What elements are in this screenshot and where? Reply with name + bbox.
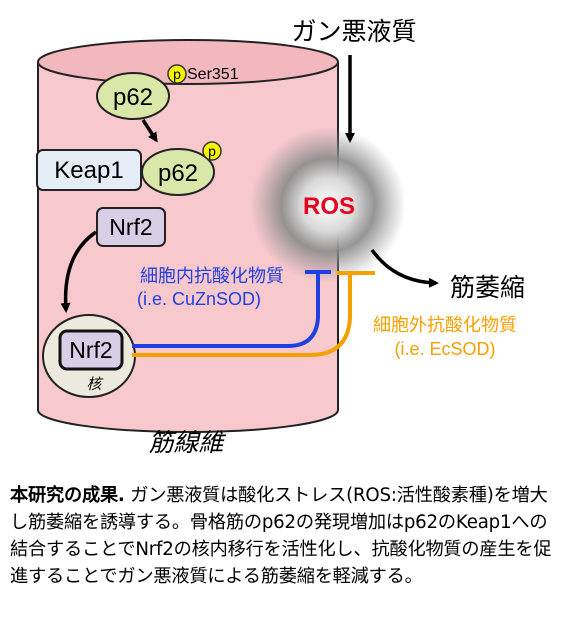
p62-label-bound: p62: [158, 160, 198, 187]
nrf2-nucleus-label: Nrf2: [69, 337, 112, 363]
p62-label-top: p62: [113, 84, 153, 111]
p62-oval-top: [96, 72, 170, 120]
phospho-p-top: p: [173, 66, 181, 82]
extracellular-example-label: (i.e. EcSOD): [394, 339, 495, 359]
p62-nrf2-pathway-diagram: p62 p Ser351 Keap1 p62 p Nrf2 Nrf2 核 ROS…: [36, 17, 525, 457]
ros-label: ROS: [303, 193, 355, 220]
cancer-cachexia-label: ガン悪液質: [291, 17, 416, 46]
nrf2-cyto-label: Nrf2: [109, 214, 152, 240]
ros-glow: [250, 127, 406, 283]
nrf2-nucleus-box: [58, 329, 124, 371]
keap1-box: [36, 149, 142, 191]
phospho-circle-bound: [202, 141, 222, 161]
phospho-p-bound: p: [208, 143, 216, 159]
extracellular-antioxidant-label: 細胞外抗酸化物質: [373, 315, 517, 336]
caption-title: 本研究の成果.: [10, 485, 125, 506]
keap1-label: Keap1: [54, 157, 123, 184]
caption: 本研究の成果. ガン悪液質は酸化ストレス(ROS:活性酸素種)を増大し筋萎縮を誘…: [10, 482, 555, 590]
muscle-atrophy-label: 筋萎縮: [450, 273, 525, 302]
extracellular-antioxidant-line: [132, 273, 352, 357]
ser351-label: Ser351: [187, 66, 239, 83]
nuclear-translocation-arrow: [60, 230, 97, 313]
intracellular-antioxidant-line: [132, 272, 320, 348]
nrf2-cyto-box: [96, 207, 166, 247]
caption-text: ガン悪液質は酸化ストレス(ROS:活性酸素種)を増大し筋萎縮を誘導する。骨格筋の…: [10, 485, 552, 587]
phospho-circle-top: [167, 64, 187, 84]
nucleus-label: 核: [86, 375, 103, 393]
intracellular-antioxidant-label: 細胞内抗酸化物質: [140, 266, 284, 287]
p62-binding-arrow: [141, 119, 158, 143]
intracellular-example-label: (i.e. CuZnSOD): [137, 289, 261, 309]
muscle-fiber-label: 筋線維: [148, 428, 226, 457]
ros-to-atrophy-arrow: [370, 248, 439, 288]
p62-oval-bound: [141, 148, 215, 196]
